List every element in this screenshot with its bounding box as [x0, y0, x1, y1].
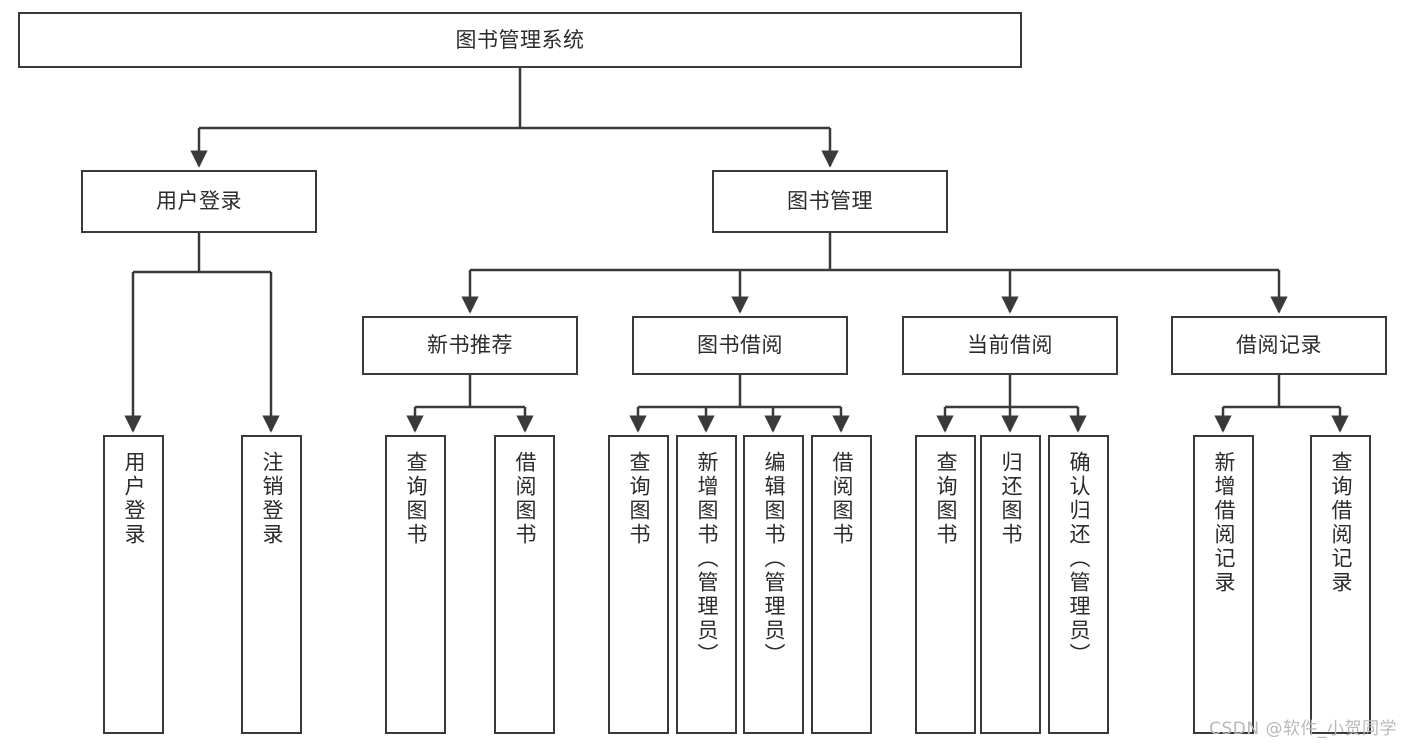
leaf-current-borrow-return-book[interactable]: 归还图书: [980, 435, 1041, 734]
node-label: 图书借阅: [697, 333, 783, 358]
leaf-user-login-logout[interactable]: 注销登录: [241, 435, 302, 734]
node-new-book-recommendation[interactable]: 新书推荐: [362, 316, 578, 375]
leaf-current-borrow-confirm-return-admin[interactable]: 确认归还（管理员）: [1048, 435, 1109, 734]
leaf-book-borrow-edit-book-admin[interactable]: 编辑图书（管理员）: [743, 435, 804, 734]
node-current-borrow[interactable]: 当前借阅: [902, 316, 1118, 375]
leaf-new-book-query-book[interactable]: 查询图书: [385, 435, 446, 734]
node-root-book-management-system[interactable]: 图书管理系统: [18, 12, 1022, 68]
node-label: 确认归还（管理员）: [1067, 451, 1091, 667]
leaf-user-login-login[interactable]: 用户登录: [103, 435, 164, 734]
node-label: 注销登录: [260, 451, 284, 547]
node-book-borrow[interactable]: 图书借阅: [632, 316, 848, 375]
leaf-current-borrow-query-book[interactable]: 查询图书: [915, 435, 976, 734]
node-label: 图书管理: [787, 189, 873, 214]
node-user-login[interactable]: 用户登录: [81, 170, 317, 233]
node-label: 用户登录: [156, 189, 242, 214]
node-label: 新增图书（管理员）: [695, 451, 719, 667]
node-label: 图书管理系统: [455, 27, 585, 52]
node-label: 用户登录: [122, 451, 146, 547]
node-label: 当前借阅: [967, 333, 1053, 358]
leaf-borrow-record-query-record[interactable]: 查询借阅记录: [1310, 435, 1371, 734]
node-label: 查询图书: [934, 451, 958, 547]
node-label: 查询图书: [627, 451, 651, 547]
leaf-book-borrow-add-book-admin[interactable]: 新增图书（管理员）: [676, 435, 737, 734]
node-label: 借阅记录: [1236, 333, 1322, 358]
node-label: 借阅图书: [830, 451, 854, 547]
node-borrow-record[interactable]: 借阅记录: [1171, 316, 1387, 375]
leaf-book-borrow-query-book[interactable]: 查询图书: [608, 435, 669, 734]
node-label: 新书推荐: [427, 333, 513, 358]
leaf-borrow-record-add-record[interactable]: 新增借阅记录: [1193, 435, 1254, 734]
leaf-book-borrow-borrow-book[interactable]: 借阅图书: [811, 435, 872, 734]
node-label: 查询图书: [404, 451, 428, 547]
node-label: 查询借阅记录: [1329, 451, 1353, 595]
node-label: 编辑图书（管理员）: [762, 451, 786, 667]
node-book-management[interactable]: 图书管理: [712, 170, 948, 233]
node-label: 归还图书: [999, 451, 1023, 547]
node-label: 新增借阅记录: [1212, 451, 1236, 595]
node-label: 借阅图书: [513, 451, 537, 547]
leaf-new-book-borrow-book[interactable]: 借阅图书: [494, 435, 555, 734]
